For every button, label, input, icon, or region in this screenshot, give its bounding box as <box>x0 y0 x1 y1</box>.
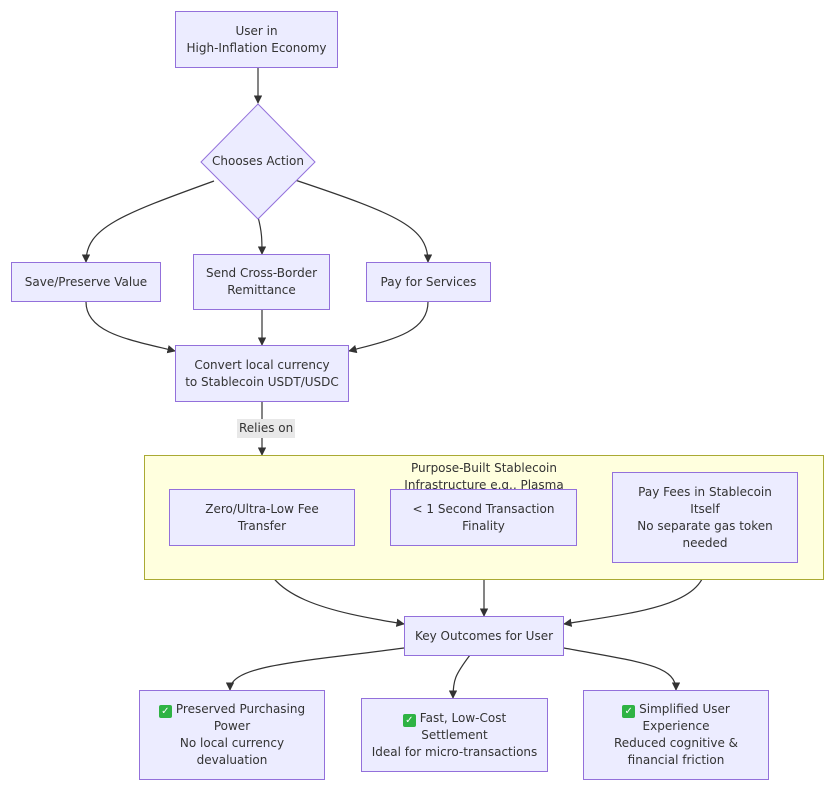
edge-label-relies-on: Relies on <box>237 419 296 438</box>
node-pay-fees-line-3: No separate gas token <box>637 518 773 533</box>
node-finality: < 1 Second Transaction Finality <box>390 489 577 546</box>
node-outcomes: Key Outcomes for User <box>404 616 564 656</box>
node-preserved: ✓Preserved Purchasing Power No local cur… <box>139 690 325 780</box>
edge-pay-to-convert <box>348 301 429 354</box>
node-user-line-2: High-Inflation Economy <box>186 40 327 55</box>
node-simplified-line-2: Experience <box>642 719 710 733</box>
node-preserved-line-1: ✓Preserved Purchasing <box>158 701 306 718</box>
node-save-line-1: Save/Preserve Value <box>24 274 148 289</box>
node-finality-line-2: Finality <box>462 518 505 533</box>
node-fast-line-1: ✓Fast, Low-Cost <box>402 710 507 727</box>
node-simplified-line-1: ✓Simplified User <box>622 701 730 718</box>
node-pay-line-1: Pay for Services <box>380 274 477 289</box>
node-preserved-line-2: Power <box>213 719 251 733</box>
node-fast-line-1-text: Fast, Low-Cost <box>419 710 507 725</box>
edge-choose-to-pay <box>294 179 433 263</box>
edge-save-to-convert <box>85 301 176 354</box>
node-pay-fees-line-4: needed <box>682 535 728 550</box>
node-zero-fee: Zero/Ultra-Low Fee Transfer <box>169 489 355 546</box>
node-send-line-1: Send Cross-Border <box>205 266 318 280</box>
edge-outcomes-to-simplified <box>563 647 681 691</box>
node-simplified-line-3: Reduced cognitive & <box>613 736 738 750</box>
node-zero-fee-line-1: Zero/Ultra-Low Fee <box>205 501 319 516</box>
edge-choose-to-save <box>81 180 215 263</box>
node-choose-label: Chooses Action <box>212 154 304 168</box>
node-simplified: ✓Simplified User Experience Reduced cogn… <box>583 690 769 780</box>
node-user-line-1: User in <box>235 23 278 38</box>
node-pay: Pay for Services <box>366 262 491 302</box>
node-preserved-line-1-text: Preserved Purchasing <box>175 702 306 716</box>
node-finality-line-1: < 1 Second Transaction <box>412 501 555 516</box>
node-simplified-line-4: financial friction <box>627 753 725 767</box>
white-check-mark-icon: ✓ <box>622 705 636 718</box>
group-title-line-1: Purpose-Built Stablecoin <box>411 461 557 475</box>
node-pay-fees-line-2: Itself <box>690 501 720 516</box>
group-title: Purpose-Built Stablecoin Infrastructure … <box>145 460 823 494</box>
node-preserved-line-3: No local currency <box>179 736 285 750</box>
white-check-mark-icon: ✓ <box>402 713 416 727</box>
node-send-line-2: Remittance <box>227 283 296 297</box>
group-title-line-2: Infrastructure e.g., Plasma <box>404 478 564 492</box>
node-save: Save/Preserve Value <box>11 262 161 302</box>
node-convert: Convert local currency to Stablecoin USD… <box>175 345 349 402</box>
node-choose-diamond <box>200 103 316 220</box>
white-check-mark-icon: ✓ <box>158 705 172 718</box>
node-zero-fee-line-2: Transfer <box>237 518 287 533</box>
node-user: User in High-Inflation Economy <box>175 11 338 68</box>
node-preserved-line-4: devaluation <box>196 753 268 767</box>
node-send: Send Cross-Border Remittance <box>193 254 330 310</box>
node-fast-line-2: Settlement <box>421 727 488 742</box>
node-outcomes-line-1: Key Outcomes for User <box>414 628 554 643</box>
edge-outcomes-to-fast <box>448 654 471 699</box>
node-fast: ✓Fast, Low-Cost Settlement Ideal for mic… <box>361 698 548 772</box>
node-convert-line-1: Convert local currency <box>194 357 330 372</box>
edge-choose-to-send <box>257 216 267 255</box>
node-simplified-line-1-text: Simplified User <box>639 702 730 716</box>
node-pay-fees: Pay Fees in Stablecoin Itself No separat… <box>612 472 798 563</box>
node-pay-fees-line-1: Pay Fees in Stablecoin <box>638 484 772 499</box>
edge-outcomes-to-preserved <box>225 647 405 691</box>
node-convert-line-2: to Stablecoin USDT/USDC <box>185 374 339 389</box>
node-fast-line-3: Ideal for micro-transactions <box>371 744 538 759</box>
